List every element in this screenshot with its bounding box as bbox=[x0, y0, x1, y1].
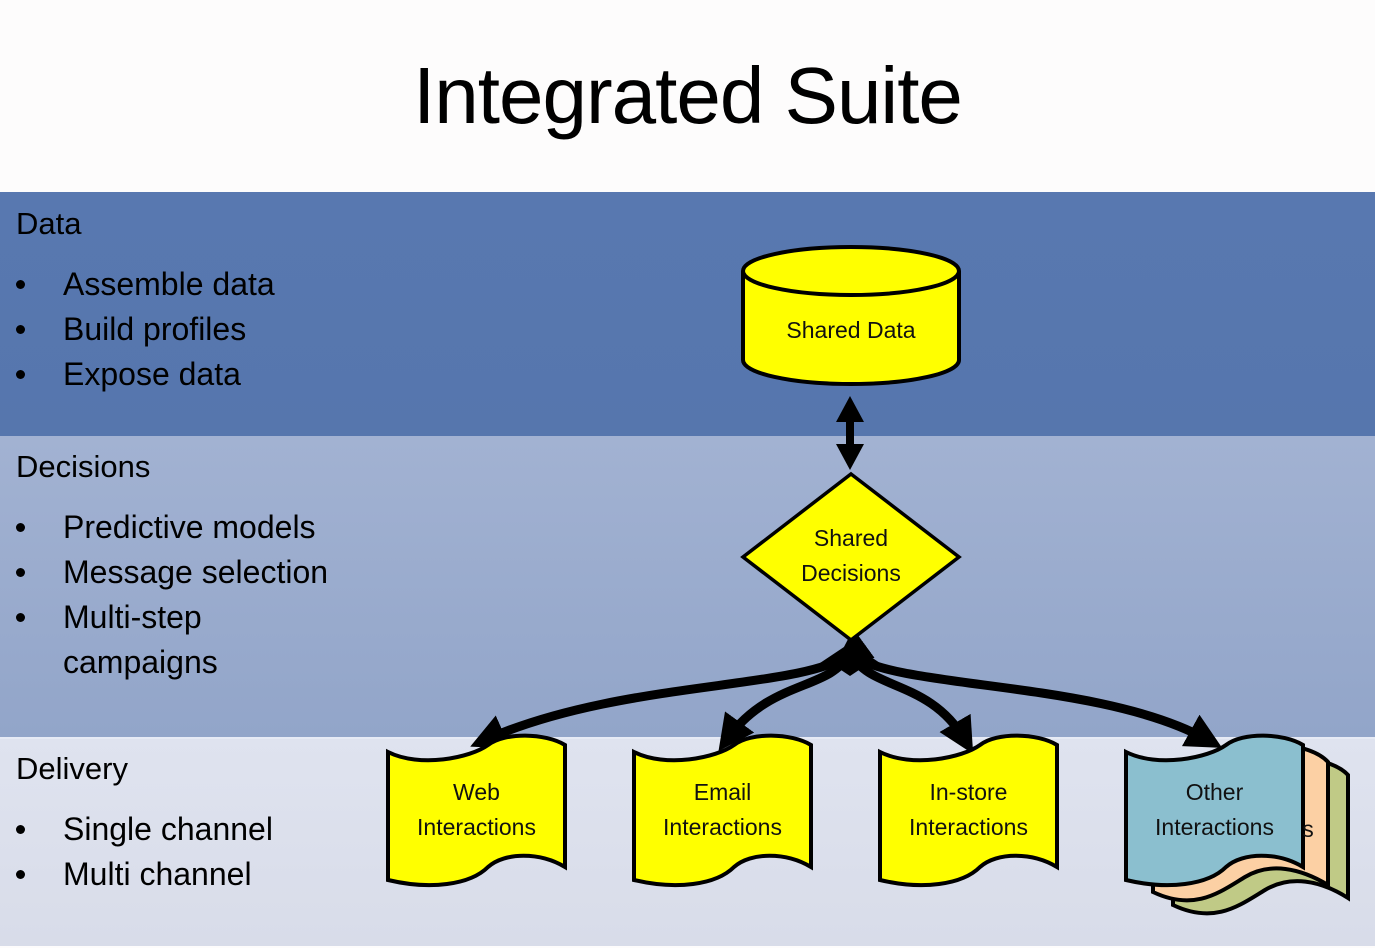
bullet-item: Multi channel bbox=[0, 852, 363, 897]
bullet-item: Predictive models bbox=[0, 505, 363, 550]
bullet-list-decisions: Predictive models Message selection Mult… bbox=[0, 505, 363, 685]
bullet-icon bbox=[16, 568, 25, 577]
channel-other-shape bbox=[1124, 733, 1305, 888]
shared-decisions-diamond bbox=[740, 471, 962, 643]
channel-email-shape bbox=[632, 733, 813, 888]
shared-data-cylinder bbox=[741, 245, 961, 386]
hub-arrowhead bbox=[820, 643, 880, 676]
connector-data-decisions bbox=[836, 396, 864, 470]
bullet-item: Message selection bbox=[0, 550, 363, 595]
bullet-icon bbox=[16, 613, 25, 622]
channel-instore-label-line1: In-store bbox=[929, 779, 1008, 805]
bullet-list-delivery: Single channel Multi channel bbox=[0, 807, 363, 897]
connector-web bbox=[470, 628, 875, 749]
channel-other-label-line1: Other bbox=[1185, 779, 1244, 805]
channel-other-label-line2: Interactions bbox=[1155, 814, 1274, 840]
bullet-item: Assemble data bbox=[0, 262, 363, 307]
bullet-item: Single channel bbox=[0, 807, 363, 852]
band-data: Data Assemble data Build profiles Expose… bbox=[0, 192, 1375, 436]
connector-other bbox=[849, 651, 1223, 748]
band-heading-delivery: Delivery bbox=[16, 751, 128, 786]
stack-hidden-fragment: s bbox=[1302, 816, 1314, 842]
bullet-icon bbox=[16, 870, 25, 879]
channel-web-label-line1: Web bbox=[453, 779, 500, 805]
connectors bbox=[470, 628, 1223, 754]
channel-web-shape bbox=[386, 733, 567, 888]
channel-web-label-line2: Interactions bbox=[417, 814, 536, 840]
bullet-item: Build profiles bbox=[0, 307, 363, 352]
bullet-icon bbox=[16, 825, 25, 834]
slide-title: Integrated Suite bbox=[413, 51, 963, 140]
channel-instore-shape bbox=[878, 733, 1059, 888]
band-heading-decisions: Decisions bbox=[16, 449, 151, 484]
channel-email-label-line1: Email bbox=[693, 779, 752, 805]
shared-data-label: Shared Data bbox=[786, 317, 916, 343]
channel-email-label-line2: Interactions bbox=[663, 814, 782, 840]
shared-decisions-label-line2: Decisions bbox=[801, 560, 901, 586]
bullet-item: Multi-step campaigns bbox=[0, 595, 363, 685]
channel-instore-label-line2: Interactions bbox=[909, 814, 1028, 840]
bullet-icon bbox=[16, 325, 25, 334]
shared-decisions-label-line1: Shared bbox=[813, 525, 889, 551]
bullet-icon bbox=[16, 523, 25, 532]
bullet-icon bbox=[16, 370, 25, 379]
band-heading-data: Data bbox=[16, 206, 82, 241]
bullet-item: Expose data bbox=[0, 352, 363, 397]
bullet-icon bbox=[16, 280, 25, 289]
bullet-list-data: Assemble data Build profiles Expose data bbox=[0, 262, 363, 397]
